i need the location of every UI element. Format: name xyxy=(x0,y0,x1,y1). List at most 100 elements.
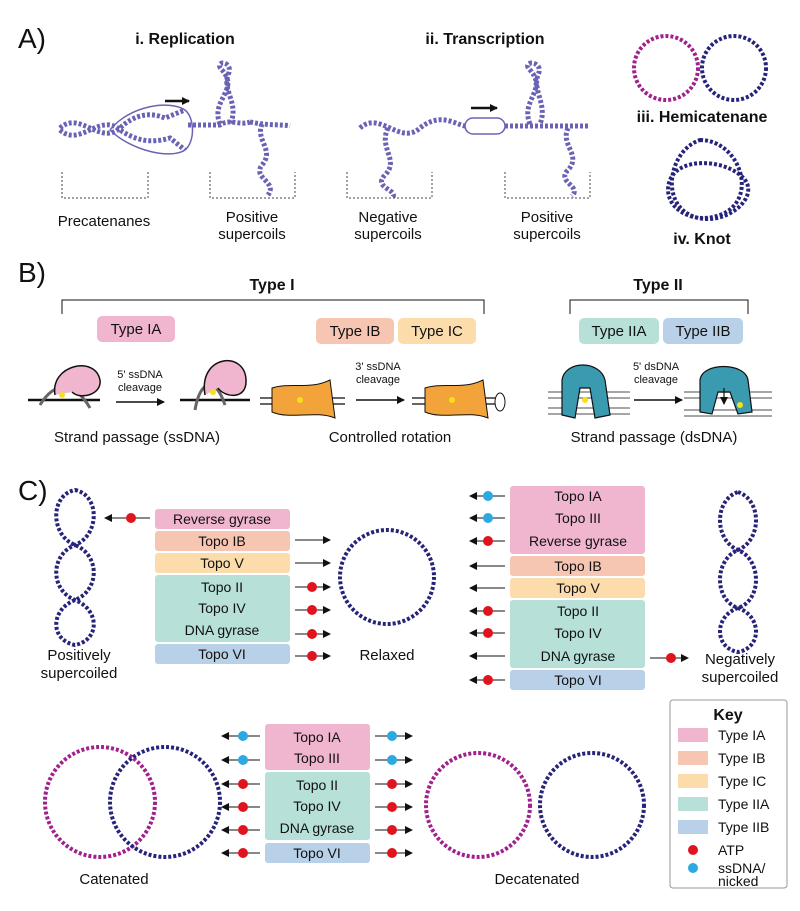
key-type-iib: Type IIB xyxy=(718,819,769,835)
catenation-ssdna-markers xyxy=(238,731,397,765)
hemicatenane-diagram xyxy=(632,34,768,102)
panel-b-label: B) xyxy=(18,257,46,288)
transcription-dna-diagram xyxy=(358,60,590,200)
positive-supercoils-label-2a: Positive xyxy=(521,209,574,226)
negatively-label-b: supercoiled xyxy=(702,669,779,686)
positive-supercoils-label-2b: supercoils xyxy=(513,226,581,243)
right-box-topo-vi-bg xyxy=(510,670,645,690)
transcription-title: ii. Transcription xyxy=(425,31,544,48)
replication-dna-diagram xyxy=(58,60,291,197)
cat-box-type-ia-bg xyxy=(265,724,370,770)
ds5-cleavage-line1: 5' dsDNA xyxy=(633,361,680,373)
catenated-label: Catenated xyxy=(79,871,148,888)
key-ssdna-line2: nicked xyxy=(718,873,758,889)
key-type-ib: Type IB xyxy=(718,750,765,766)
left-box-topo-vi-bg xyxy=(155,644,290,664)
decatenated-label: Decatenated xyxy=(494,871,579,888)
ss5-cleavage-line2: cleavage xyxy=(118,382,162,394)
panel-c-label: C) xyxy=(18,475,48,506)
left-box-type-iia-bg xyxy=(155,575,290,642)
knot-diagram xyxy=(666,137,751,222)
key-swatch-ic xyxy=(678,774,708,788)
cat-box-topo-vi-bg xyxy=(265,843,370,863)
left-box-dna-gyrase: DNA gyrase xyxy=(185,622,260,638)
right-box-topo-ii: Topo II xyxy=(557,603,599,619)
negatively-supercoiled-dna xyxy=(718,489,758,655)
badge-type-ia-bg xyxy=(97,316,175,342)
type-ia-after-illustration xyxy=(180,360,250,411)
right-box-dna-gyrase: DNA gyrase xyxy=(541,648,616,664)
badge-type-iib-bg xyxy=(663,318,743,344)
left-box-topo-v: Topo V xyxy=(200,555,244,571)
badge-type-ia: Type IA xyxy=(111,321,162,338)
badge-type-iib: Type IIB xyxy=(675,323,730,340)
left-box-reverse-gyrase: Reverse gyrase xyxy=(173,511,271,527)
type-i-bracket xyxy=(61,299,485,314)
type-ii-after-illustration xyxy=(684,366,772,417)
left-atp-markers xyxy=(126,513,317,661)
positively-supercoiled-dna xyxy=(54,487,96,648)
cat-box-type-iia-bg xyxy=(265,772,370,840)
mechanism-strand-ds: Strand passage (dsDNA) xyxy=(571,429,738,446)
left-box-reverse-gyrase-bg xyxy=(155,509,290,529)
cat-box-topo-ii: Topo II xyxy=(296,777,338,793)
negatively-label-a: Negatively xyxy=(705,651,776,668)
key-type-ic: Type IC xyxy=(718,773,766,789)
right-ssdna-markers xyxy=(483,491,493,523)
catenated-dna xyxy=(43,745,222,859)
right-box-reverse-gyrase: Reverse gyrase xyxy=(529,533,627,549)
relaxed-label: Relaxed xyxy=(359,647,414,664)
type-ia-before-illustration xyxy=(28,365,101,409)
type-ii-heading: Type II xyxy=(633,277,683,294)
ss3-cleavage-line1: 3' ssDNA xyxy=(355,361,401,373)
right-box-topo-vi: Topo VI xyxy=(554,672,601,688)
positive-supercoils-label-1a: Positive xyxy=(226,209,279,226)
relaxed-dna-circle xyxy=(338,528,436,626)
key-ssdna-line1: ssDNA/ xyxy=(718,860,766,876)
positive-supercoils-label-1b: supercoils xyxy=(218,226,286,243)
hemicatenane-title: iii. Hemicatenane xyxy=(637,109,768,126)
positively-label-b: supercoiled xyxy=(41,665,118,682)
left-box-topo-ii: Topo II xyxy=(201,579,243,595)
negative-supercoils-label-a: Negative xyxy=(358,209,417,226)
left-box-topo-ib: Topo IB xyxy=(198,533,245,549)
cat-box-topo-iii: Topo III xyxy=(294,750,340,766)
right-box-topo-iii: Topo III xyxy=(555,510,601,526)
negative-supercoils-label-b: supercoils xyxy=(354,226,422,243)
right-box-topo-ib-bg xyxy=(510,556,645,576)
panel-a-brackets xyxy=(61,172,591,199)
key-atp-dot xyxy=(688,845,698,855)
right-box-topo-v: Topo V xyxy=(556,580,600,596)
knot-title: iv. Knot xyxy=(673,231,731,248)
catenation-atp-markers xyxy=(238,779,397,858)
badge-type-ib: Type IB xyxy=(330,323,381,340)
right-atp-markers xyxy=(483,536,676,685)
ss3-cleavage-line2: cleavage xyxy=(356,374,400,386)
right-box-topo-iv: Topo IV xyxy=(554,625,602,641)
badge-type-ic: Type IC xyxy=(411,323,463,340)
key-swatch-iib xyxy=(678,820,708,834)
key-type-ia: Type IA xyxy=(718,727,766,743)
ds5-cleavage-line2: cleavage xyxy=(634,374,678,386)
key-atp: ATP xyxy=(718,842,744,858)
cat-box-dna-gyrase: DNA gyrase xyxy=(280,820,355,836)
badge-type-iia: Type IIA xyxy=(591,323,646,340)
left-box-topo-v-bg xyxy=(155,553,290,573)
ss5-cleavage-line1: 5' ssDNA xyxy=(117,369,163,381)
cat-box-topo-vi: Topo VI xyxy=(293,845,340,861)
cat-box-topo-ia: Topo IA xyxy=(293,729,341,745)
key-box xyxy=(669,699,788,889)
positively-label-a: Positively xyxy=(47,647,111,664)
panel-a-label: A) xyxy=(18,23,46,54)
precatenanes-label: Precatenanes xyxy=(58,213,151,230)
key-swatch-ib xyxy=(678,751,708,765)
mechanism-rotation: Controlled rotation xyxy=(329,429,452,446)
badge-type-ic-bg xyxy=(398,318,476,344)
type-ii-bracket xyxy=(569,299,749,314)
right-box-type-ia-bg xyxy=(510,486,645,554)
decatenated-dna xyxy=(424,751,646,859)
key-type-iia: Type IIA xyxy=(718,796,770,812)
cat-box-topo-iv: Topo IV xyxy=(293,798,341,814)
type-i-heading: Type I xyxy=(249,277,294,294)
left-box-topo-vi: Topo VI xyxy=(198,646,245,662)
